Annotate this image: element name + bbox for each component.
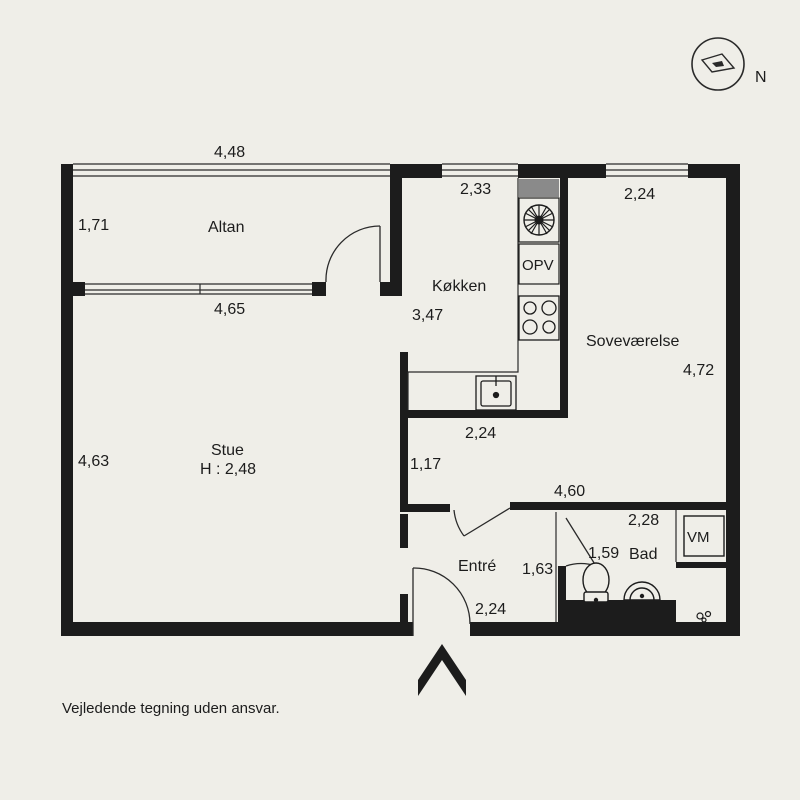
walls [61, 164, 740, 636]
room-label-stue: Stue [211, 442, 244, 459]
dim-altan-width-top: 4,48 [214, 144, 245, 161]
dim-hall-depth: 1,17 [410, 456, 441, 473]
north-label: N [755, 69, 767, 86]
dim-kokken-width: 2,33 [460, 181, 491, 198]
dishwasher-box [518, 243, 560, 285]
dim-kokken-depth: 3,47 [412, 307, 443, 324]
oven-icon [518, 197, 560, 243]
dim-stue-depth: 4,63 [78, 453, 109, 470]
room-label-sovevaerelse: Soveværelse [586, 333, 679, 350]
dim-entre-width: 2,24 [475, 601, 506, 618]
washbasin-icon [623, 581, 661, 601]
range-hood-icon [519, 179, 559, 197]
washing-machine-icon [683, 515, 725, 557]
toilet-icon [582, 562, 610, 603]
dim-hall-length: 4,60 [554, 483, 585, 500]
compass-icon [691, 37, 745, 91]
dim-altan-depth: 1,71 [78, 217, 109, 234]
dim-entre-depth: 1,63 [522, 561, 553, 578]
dim-bad-width: 2,28 [628, 512, 659, 529]
dim-hall-width: 2,24 [465, 425, 496, 442]
vm-label: VM [687, 529, 710, 546]
room-label-bad: Bad [629, 546, 657, 563]
dim-sove-depth: 4,72 [683, 362, 714, 379]
windows-and-rails [73, 163, 688, 622]
cooktop-icon [518, 295, 560, 341]
doors [325, 225, 597, 636]
opv-label: OPV [522, 257, 554, 274]
disclaimer-text: Vejledende tegning uden ansvar. [62, 700, 280, 717]
room-label-altan: Altan [208, 219, 244, 236]
sink-icon [475, 375, 517, 411]
dim-altan-width-bottom: 4,65 [214, 301, 245, 318]
room-height-stue: H : 2,48 [200, 461, 256, 478]
room-label-entre: Entré [458, 558, 496, 575]
room-label-kokken: Køkken [432, 278, 486, 295]
dim-sove-width: 2,24 [624, 186, 655, 203]
dim-bad-depth: 1,59 [588, 545, 619, 562]
floor-drain-icon [696, 610, 712, 623]
entry-arrow-icon [418, 644, 466, 696]
